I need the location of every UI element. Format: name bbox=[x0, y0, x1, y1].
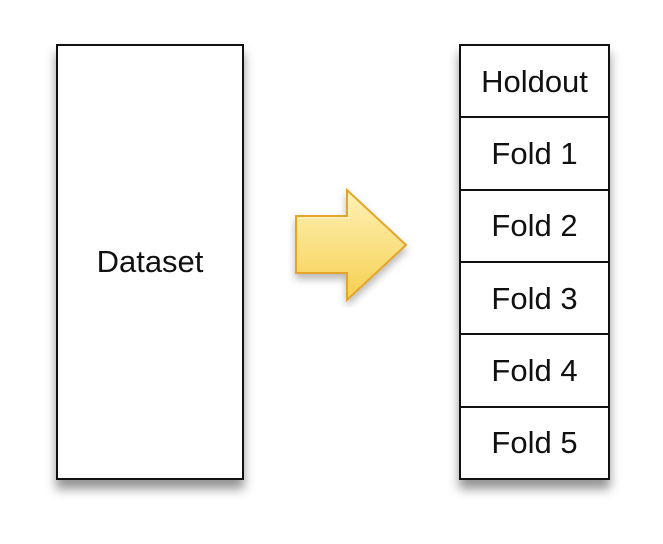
fold-3-segment: Fold 3 bbox=[461, 263, 608, 336]
partition-stack: Holdout Fold 1 Fold 2 Fold 3 Fold 4 Fold… bbox=[459, 44, 610, 480]
fold-1-segment: Fold 1 bbox=[461, 118, 608, 191]
fold-4-segment: Fold 4 bbox=[461, 335, 608, 408]
dataset-label: Dataset bbox=[96, 244, 204, 279]
fold-5-segment: Fold 5 bbox=[491, 425, 578, 461]
fold-2-segment: Fold 2 bbox=[461, 191, 608, 263]
right-arrow-icon bbox=[288, 183, 414, 307]
holdout-segment: Holdout bbox=[461, 46, 608, 119]
dataset-box: Dataset bbox=[56, 44, 244, 480]
